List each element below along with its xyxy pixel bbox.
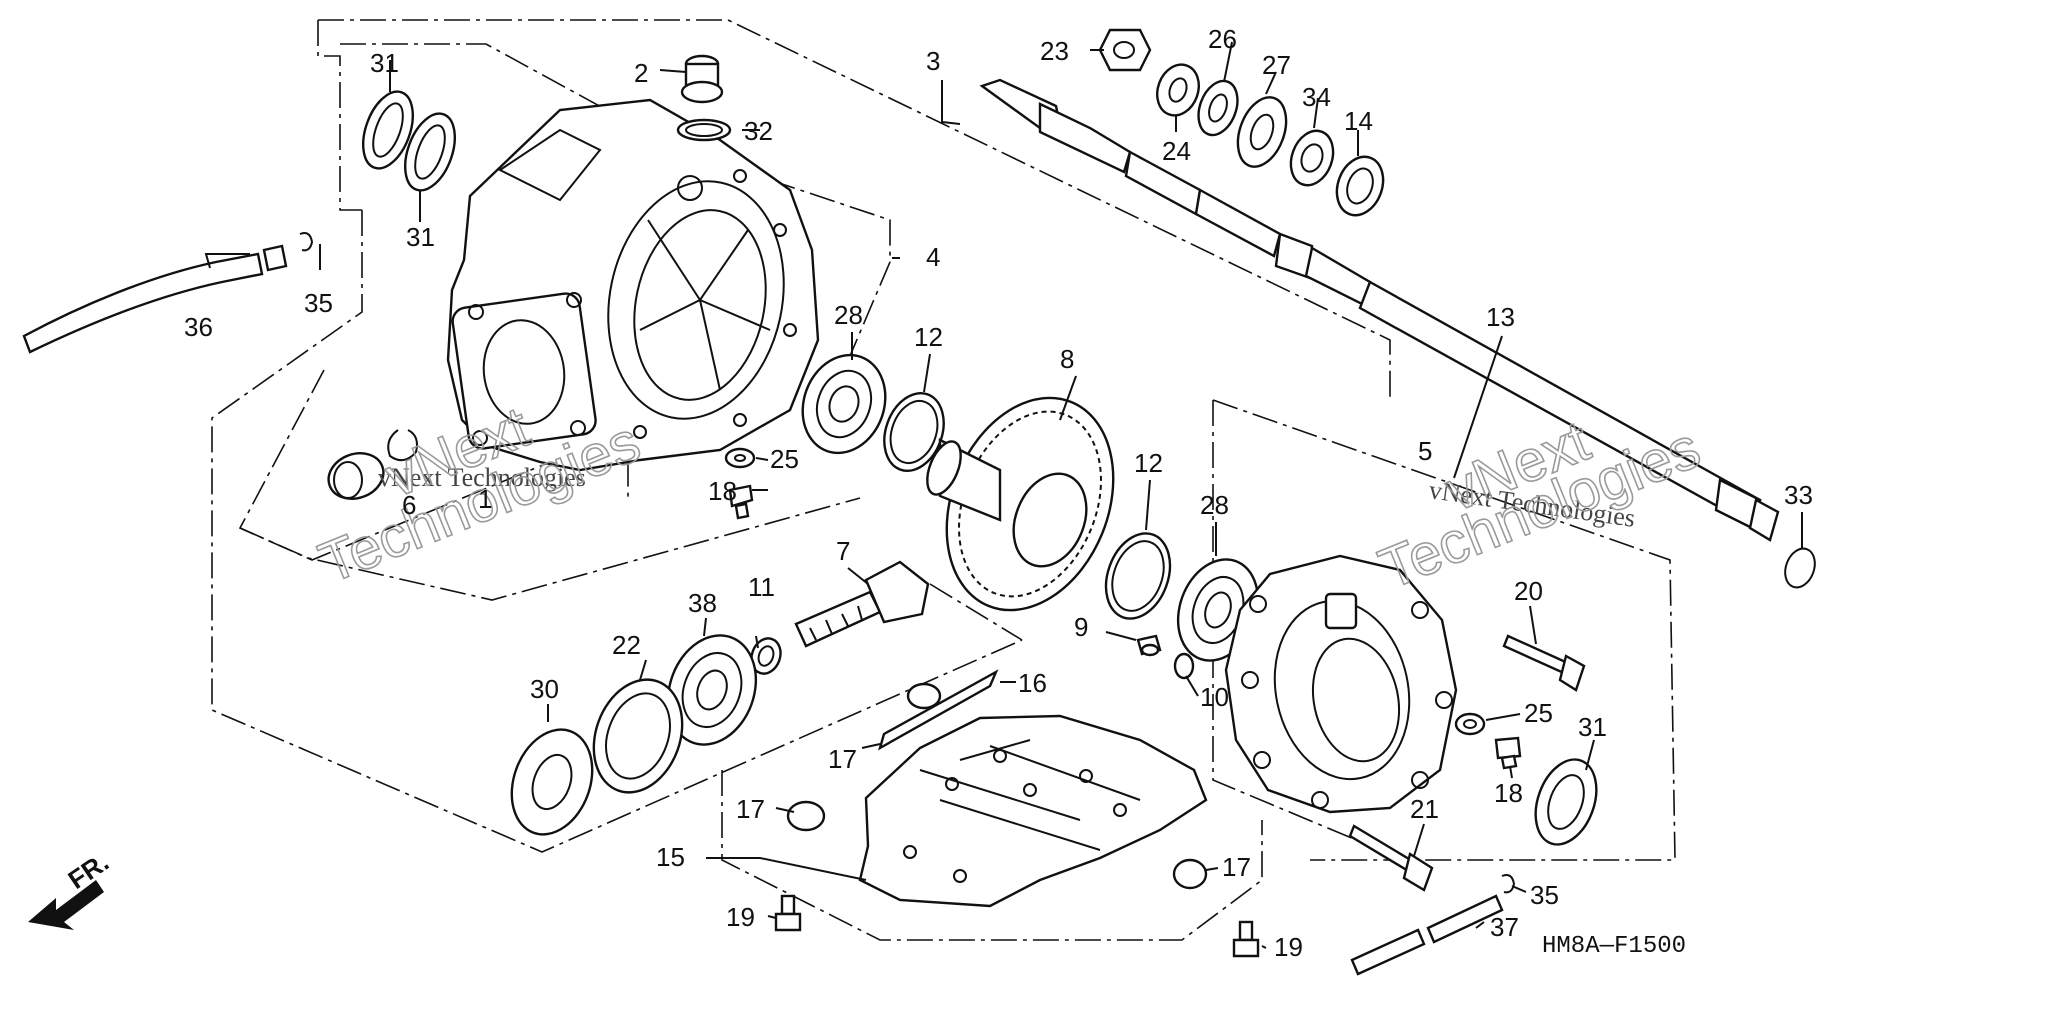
- callout-8: 8: [1060, 344, 1074, 374]
- callout-25: 25: [770, 444, 799, 474]
- callout-35: 35: [1530, 880, 1559, 910]
- washer-24: [1156, 63, 1200, 117]
- bolt-18-upper: [728, 484, 754, 520]
- callout-34: 34: [1302, 82, 1331, 112]
- callout-1: 1: [478, 484, 492, 514]
- callout-13: 13: [1486, 302, 1515, 332]
- rubber-mount-17c: [1172, 858, 1208, 890]
- breather-cap: [680, 54, 724, 104]
- hose-clip-right: [1501, 874, 1516, 894]
- lock-nut: [1098, 28, 1152, 72]
- callout-22: 22: [612, 630, 641, 660]
- bolt-19-left: [774, 894, 802, 932]
- washer-10: [1173, 652, 1195, 680]
- callout-labels: 31 31 2 32 3 23 24 26 27 34 14 4 8 13 33…: [184, 24, 1813, 962]
- collar-22: [592, 678, 684, 794]
- callout-21: 21: [1410, 794, 1439, 824]
- callout-10: 10: [1200, 682, 1229, 712]
- callout-5: 5: [1418, 436, 1432, 466]
- callout-31: 31: [406, 222, 435, 252]
- callout-18: 18: [708, 476, 737, 506]
- callout-25: 25: [1524, 698, 1553, 728]
- skid-plate: [858, 714, 1208, 908]
- pinion-gear: [794, 560, 930, 648]
- washer-25-upper: [724, 447, 756, 469]
- bearing-34: [1289, 129, 1335, 187]
- needle-bearing: [327, 429, 418, 500]
- callout-19: 19: [1274, 932, 1303, 962]
- callout-38: 38: [688, 588, 717, 618]
- callout-26: 26: [1208, 24, 1237, 54]
- bolt-19-right: [1232, 920, 1260, 958]
- callout-30: 30: [530, 674, 559, 704]
- rubber-strip-16: [878, 669, 999, 751]
- assembly-outlines: [211, 19, 1676, 941]
- callout-33: 33: [1784, 480, 1813, 510]
- callout-14: 14: [1344, 106, 1373, 136]
- shim-12-lower: [1104, 532, 1172, 620]
- callout-31: 31: [370, 48, 399, 78]
- callout-28: 28: [834, 300, 863, 330]
- callout-12: 12: [1134, 448, 1163, 478]
- callout-35: 35: [304, 288, 333, 318]
- bolt-18-lower: [1494, 736, 1522, 770]
- front-direction-arrow: FR.: [28, 847, 114, 930]
- callout-36: 36: [184, 312, 213, 342]
- washer-26: [1197, 79, 1239, 137]
- callout-27: 27: [1262, 50, 1291, 80]
- callout-2: 2: [634, 58, 648, 88]
- washer-25-lower: [1454, 712, 1486, 736]
- washer-27: [1236, 96, 1288, 168]
- final-gear-cover: [1224, 554, 1458, 814]
- callout-3: 3: [926, 46, 940, 76]
- callout-7: 7: [836, 536, 850, 566]
- callout-28: 28: [1200, 490, 1229, 520]
- rubber-mount-17b: [786, 800, 826, 832]
- callout-24: 24: [1162, 136, 1191, 166]
- callout-17: 17: [736, 794, 765, 824]
- flange-bolt-20: [1502, 634, 1586, 692]
- leader-lines: [204, 41, 1803, 949]
- callout-11: 11: [748, 572, 775, 602]
- oil-seal-pair: [362, 90, 456, 192]
- callout-9: 9: [1074, 612, 1088, 642]
- seal-14: [1335, 155, 1385, 217]
- callout-32: 32: [744, 116, 773, 146]
- callout-23: 23: [1040, 36, 1069, 66]
- ring-gear: [926, 396, 1115, 612]
- circlip-33: [1784, 547, 1816, 589]
- callout-12: 12: [914, 322, 943, 352]
- bearing-38: [666, 634, 758, 746]
- callout-18: 18: [1494, 778, 1523, 808]
- gear-case: [446, 98, 820, 472]
- rubber-mount-17a: [906, 682, 942, 710]
- callout-19: 19: [726, 902, 755, 932]
- breather-tube: [22, 232, 314, 354]
- breather-tube-37: [1350, 894, 1504, 976]
- oil-seal-30: [510, 728, 594, 836]
- diagram-code: HM8A—F1500: [1542, 933, 1686, 960]
- o-ring-32: [676, 118, 732, 142]
- callout-15: 15: [656, 842, 685, 872]
- callout-31: 31: [1578, 712, 1607, 742]
- bolt-9: [1136, 634, 1162, 657]
- bearing-28-upper: [801, 353, 887, 455]
- callout-20: 20: [1514, 576, 1543, 606]
- watermark-line-left: vNext Technologies: [378, 463, 586, 492]
- front-direction-label: FR.: [63, 847, 115, 895]
- callout-17: 17: [828, 744, 857, 774]
- callout-17: 17: [1222, 852, 1251, 882]
- drive-shaft: [979, 78, 1780, 542]
- callout-4: 4: [926, 242, 940, 272]
- callout-37: 37: [1490, 912, 1519, 942]
- flange-bolt-21: [1348, 824, 1434, 892]
- oil-seal-right: [1534, 758, 1598, 846]
- callout-16: 16: [1018, 668, 1047, 698]
- callout-6: 6: [402, 490, 416, 520]
